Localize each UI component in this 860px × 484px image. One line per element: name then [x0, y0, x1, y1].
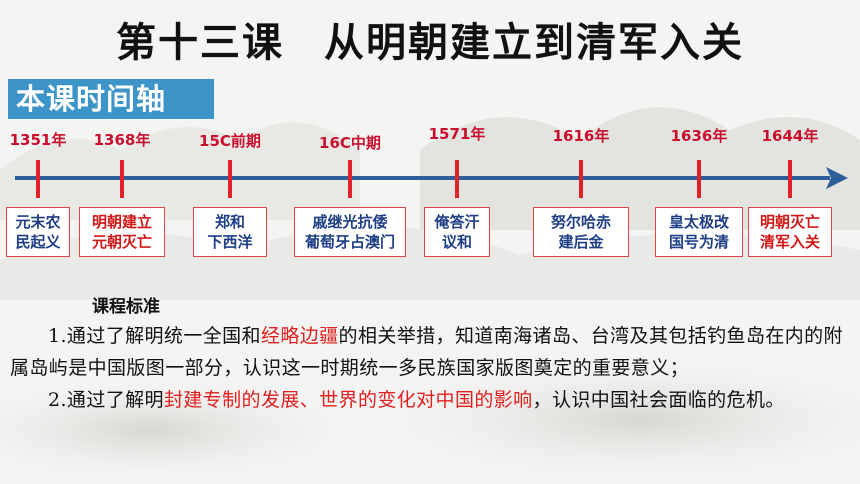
timeline-event-text: 努尔哈赤 建后金: [550, 213, 611, 251]
standard-item-1: 1.通过了解明统一全国和经略边疆的相关举措，知道南海诸岛、台湾及其包括钓鱼岛在内…: [10, 325, 843, 379]
timeline-year: 1616年: [552, 127, 610, 145]
timeline-event: 郑和 下西洋: [193, 207, 267, 257]
timeline-year: 1571年: [428, 125, 486, 143]
timeline-year: 16C中期: [319, 134, 381, 152]
standard-item-2: 2.通过了解明封建专制的发展、世界的变化对中国的影响，认识中国社会面临的危机。: [48, 389, 785, 411]
standards-heading: 课程标准: [92, 297, 160, 317]
timeline-event-text: 元末农 民起义: [15, 213, 61, 251]
lesson-name: 从明朝建立到清军入关: [324, 20, 744, 66]
lesson-number: 第十三课: [116, 20, 284, 66]
timeline-label: 本课时间轴: [8, 79, 214, 119]
timeline-event: 努尔哈赤 建后金: [533, 207, 629, 257]
timeline-event-text: 戚继光抗倭 葡萄牙占澳门: [304, 213, 395, 251]
timeline-axis: [15, 160, 848, 198]
timeline-event: 皇太极改 国号为清: [655, 207, 743, 257]
timeline-year: 15C前期: [199, 132, 261, 150]
timeline-event-text: 明朝灭亡 清军入关: [759, 213, 820, 251]
standards-body: 1.通过了解明统一全国和经略边疆的相关举措，知道南海诸岛、台湾及其包括钓鱼岛在内…: [10, 320, 855, 416]
highlight-text: 封建专制的发展、世界的变化对中国的影响: [163, 389, 533, 411]
timeline-event: 明朝灭亡 清军入关: [748, 207, 832, 257]
timeline-event-text: 皇太极改 国号为清: [668, 213, 729, 251]
timeline-event: 明朝建立 元朝灭亡: [79, 207, 165, 257]
timeline-event-text: 俺答汗 议和: [434, 213, 480, 251]
axis-arrow-icon: [826, 167, 848, 189]
highlight-text: 经略边疆: [260, 325, 339, 347]
timeline-year: 1351年: [9, 131, 67, 149]
timeline-event: 戚继光抗倭 葡萄牙占澳门: [294, 207, 406, 257]
timeline-year: 1368年: [93, 131, 151, 149]
timeline-year: 1644年: [761, 127, 819, 145]
page-title: 第十三课从明朝建立到清军入关: [0, 10, 860, 68]
timeline-event: 元末农 民起义: [6, 207, 70, 257]
timeline-event: 俺答汗 议和: [424, 207, 490, 257]
timeline-event-text: 郑和 下西洋: [207, 213, 253, 251]
timeline-event-text: 明朝建立 元朝灭亡: [91, 213, 152, 251]
timeline-year: 1636年: [670, 127, 728, 145]
